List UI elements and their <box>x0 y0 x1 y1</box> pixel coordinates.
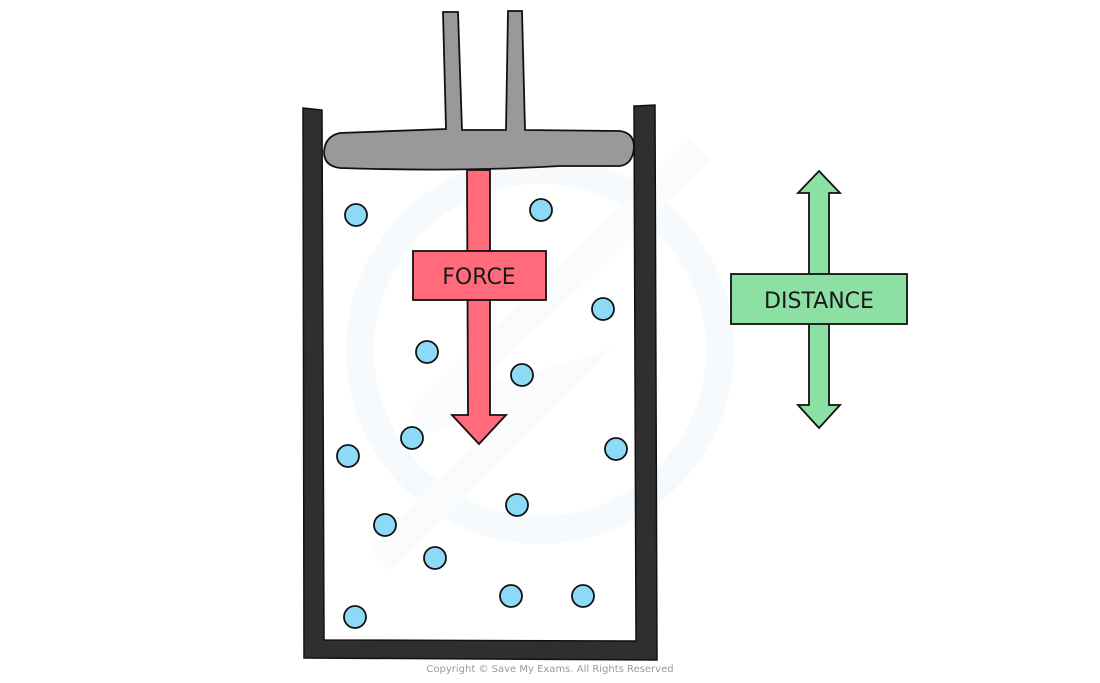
force-label: FORCE <box>442 265 515 290</box>
copyright-notice: Copyright © Save My Exams. All Rights Re… <box>426 664 674 675</box>
gas-particle <box>344 203 368 227</box>
piston-head <box>323 10 635 171</box>
piston <box>323 10 635 171</box>
distance-label: DISTANCE <box>764 289 874 314</box>
gas-particle <box>510 363 534 387</box>
gas-particle <box>423 546 447 570</box>
gas-particle <box>591 297 615 321</box>
gas-particle <box>571 584 595 608</box>
gas-particle <box>604 437 628 461</box>
force-label-box <box>412 250 547 301</box>
gas-particle <box>373 513 397 537</box>
gas-particles <box>336 198 628 629</box>
gas-particle <box>499 584 523 608</box>
gas-particle <box>343 605 367 629</box>
gas-particle <box>400 426 424 450</box>
distance-arrow: DISTANCE <box>730 169 908 430</box>
distance-label-box <box>730 273 908 325</box>
container-walls <box>302 104 658 661</box>
gas-particle <box>336 444 360 468</box>
container <box>302 104 658 661</box>
gas-particle <box>529 198 553 222</box>
force-arrow: FORCE <box>412 169 547 446</box>
gas-particle <box>505 493 529 517</box>
gas-particle <box>415 340 439 364</box>
